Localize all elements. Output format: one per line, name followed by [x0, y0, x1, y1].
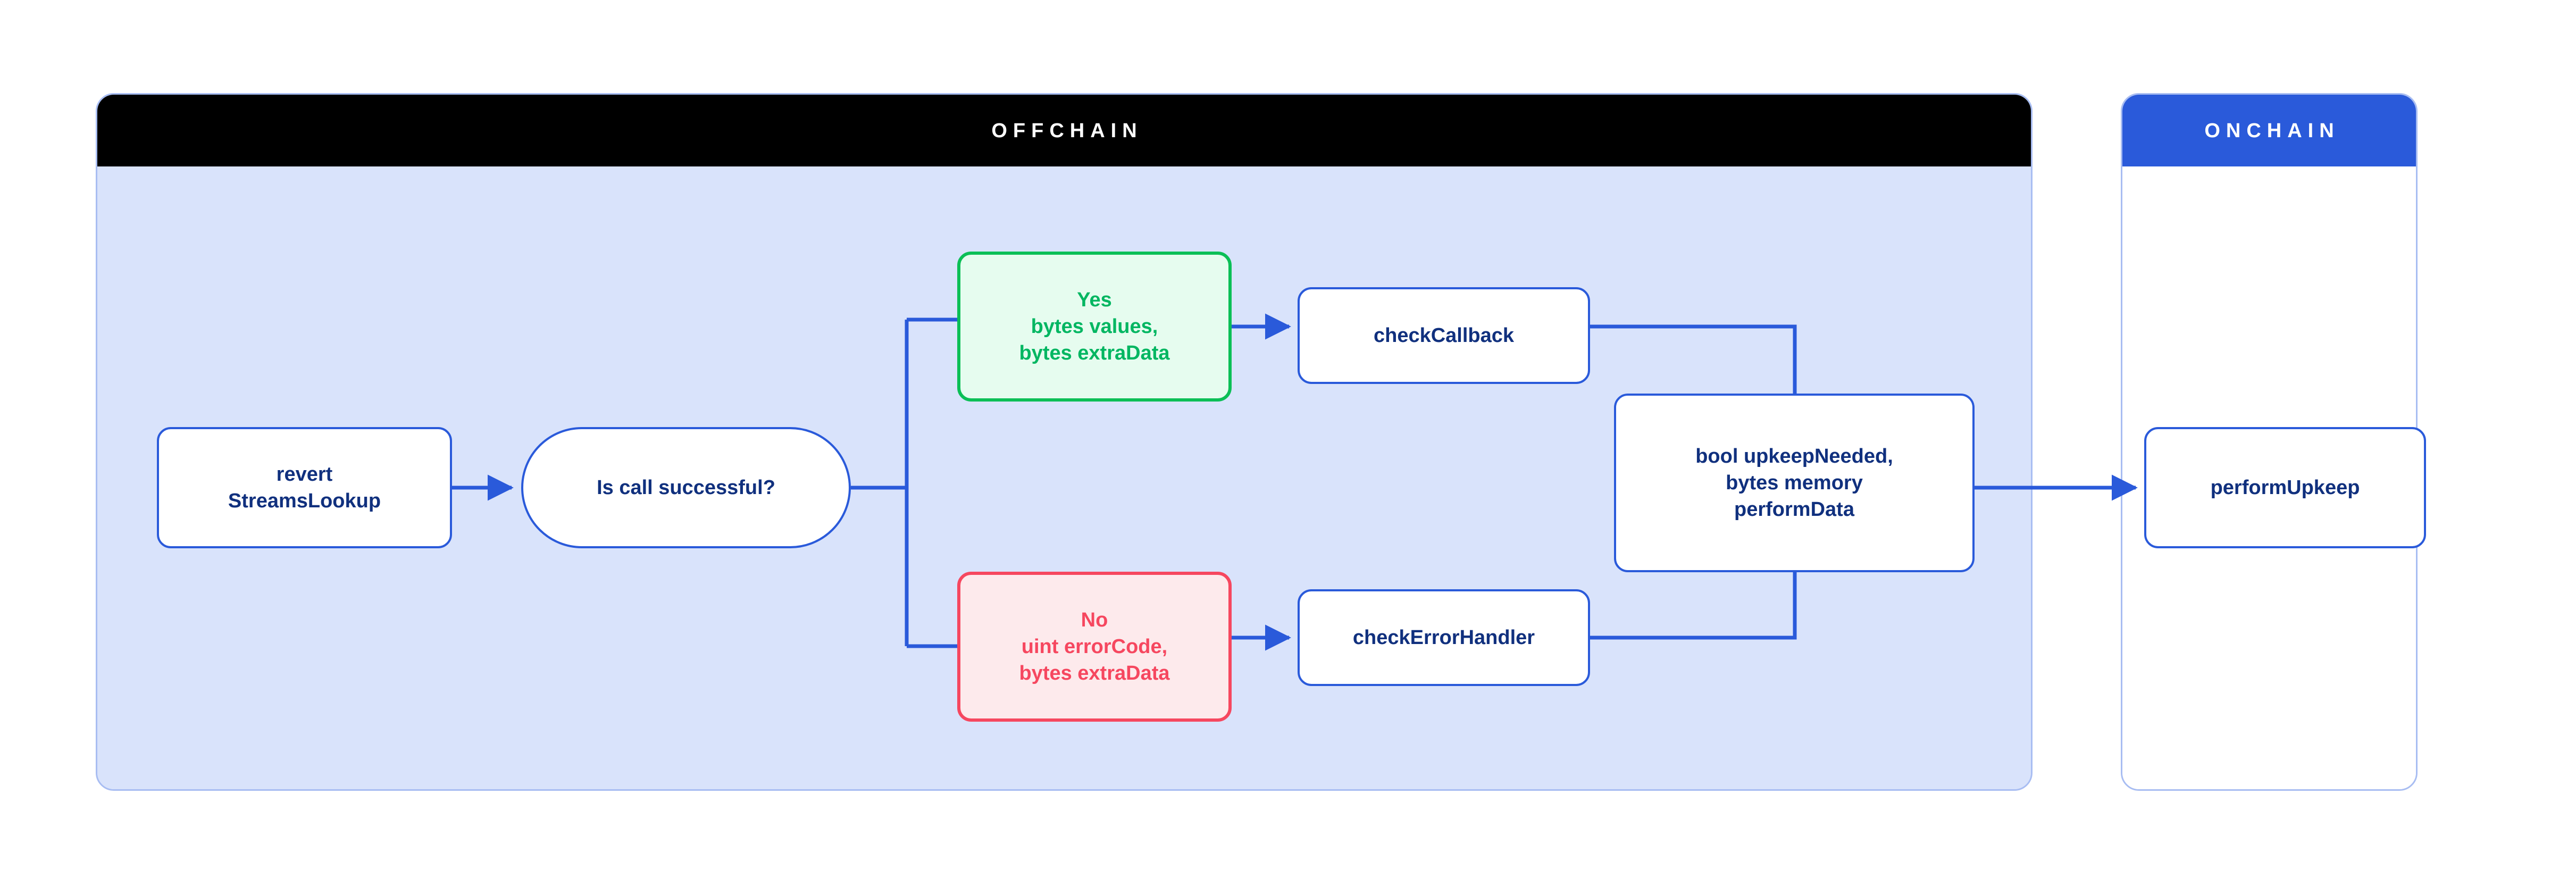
node-no-branch-label: No uint errorCode, bytes extraData	[1019, 608, 1170, 685]
offchain-panel-title: OFFCHAIN	[991, 119, 1143, 142]
node-check-callback[interactable]: checkCallback	[1298, 287, 1590, 384]
node-check-callback-label: checkCallback	[1373, 324, 1515, 347]
node-no-branch[interactable]: No uint errorCode, bytes extraData	[957, 572, 1232, 722]
node-yes-branch[interactable]: Yes bytes values, bytes extraData	[957, 252, 1232, 402]
node-revert-streamslookup[interactable]: revert StreamsLookup	[157, 427, 452, 548]
node-check-error-handler-label: checkErrorHandler	[1352, 626, 1535, 649]
node-is-call-successful-label: Is call successful?	[597, 476, 775, 499]
onchain-panel-title: ONCHAIN	[2204, 119, 2340, 142]
node-yes-branch-label: Yes bytes values, bytes extraData	[1019, 288, 1170, 365]
node-revert-streamslookup-label: revert StreamsLookup	[228, 463, 381, 512]
onchain-panel-header: ONCHAIN	[2122, 95, 2416, 166]
offchain-panel-header: OFFCHAIN	[97, 95, 2031, 166]
node-perform-upkeep-label: performUpkeep	[2210, 476, 2360, 499]
node-is-call-successful[interactable]: Is call successful?	[521, 427, 851, 548]
node-upkeep-needed[interactable]: bool upkeepNeeded, bytes memory performD…	[1614, 394, 1975, 572]
node-upkeep-needed-label: bool upkeepNeeded, bytes memory performD…	[1695, 445, 1893, 521]
node-check-error-handler[interactable]: checkErrorHandler	[1298, 589, 1590, 686]
node-perform-upkeep[interactable]: performUpkeep	[2144, 427, 2426, 548]
